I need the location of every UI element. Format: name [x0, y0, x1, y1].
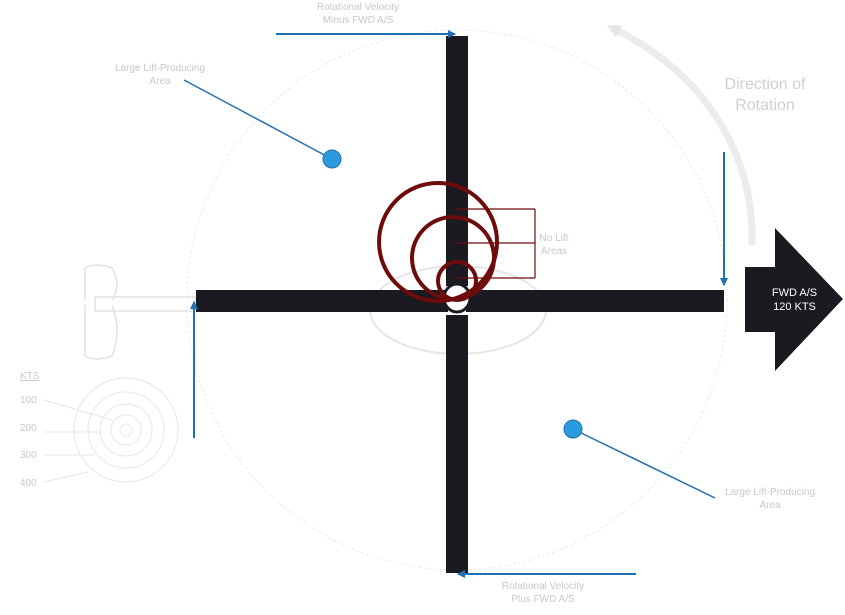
- blade-top: [446, 36, 468, 286]
- lift-dot-bottom: [563, 419, 583, 439]
- lift-leader-bottom: [574, 429, 716, 499]
- no-lift-circles: [377, 181, 499, 303]
- lift-dot-top: [322, 149, 342, 169]
- rotor-disc-outline: [186, 29, 728, 571]
- lift-label-bottom-right: Large Lift-Producing Area: [724, 487, 816, 511]
- rot-minus-label: Rotational Velocity Minus FWD A/S: [316, 2, 400, 26]
- lift-label-top-left: Large Lift-Producing Area: [114, 63, 206, 87]
- kts-legend-value: 400: [20, 478, 37, 489]
- fwd-airspeed-arrow: [745, 228, 843, 371]
- no-lift-label: No Lift Areas: [539, 233, 569, 257]
- kts-legend-title: KTS: [20, 371, 40, 382]
- blade-bottom: [446, 315, 468, 573]
- lift-leader-top: [183, 79, 331, 159]
- no-lift-bracket: [455, 208, 536, 279]
- rotation-direction-arrow: [606, 24, 756, 246]
- blade-left: [196, 290, 448, 312]
- fwd-airspeed-label: FWD A/S 120 KTS: [771, 287, 818, 313]
- kts-legend-value: 300: [20, 450, 37, 461]
- direction-label: Direction of Rotation: [724, 76, 806, 114]
- blade-right: [466, 290, 724, 312]
- kts-legend-value: 100: [20, 395, 37, 406]
- tail-rotor-icon: [84, 264, 196, 360]
- kts-legend-value: 200: [20, 423, 37, 434]
- rot-plus-label: Rotational Velocity Plus FWD A/S: [501, 581, 585, 605]
- kts-circles: [43, 377, 179, 483]
